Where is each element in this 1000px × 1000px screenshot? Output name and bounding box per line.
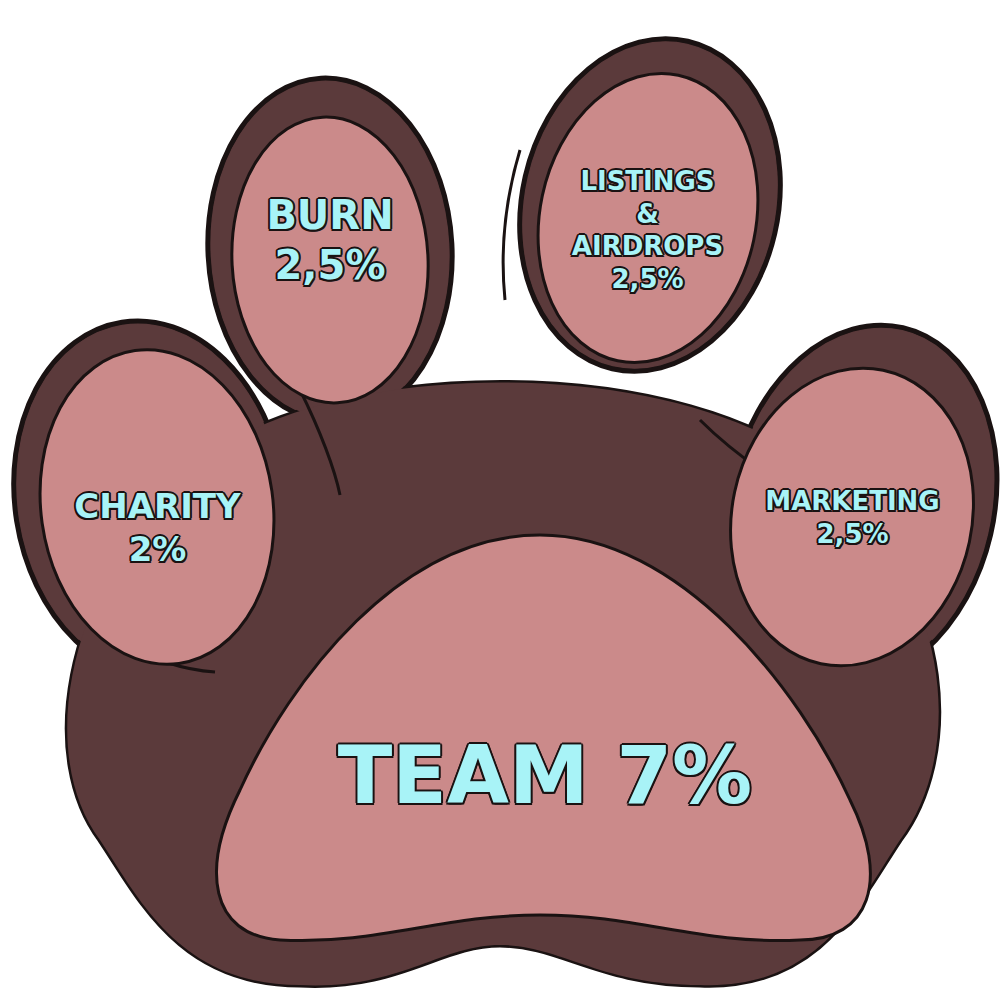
pad-outline — [217, 535, 871, 941]
pad-label: CHARITY — [74, 485, 240, 528]
paw-pad: TEAM 7% — [200, 525, 890, 950]
pad-shape — [530, 70, 765, 390]
pad-outline — [20, 334, 294, 679]
pad-outline — [225, 112, 436, 408]
paw-pad: MARKETING2,5% — [725, 365, 980, 670]
pad-label: LISTINGS & AIRDROPS — [572, 165, 723, 263]
pad-label: MARKETING — [765, 485, 939, 518]
pad-outline — [512, 53, 784, 384]
pad-shape — [725, 365, 980, 670]
pad-label: BURN — [266, 190, 393, 240]
pad-percent: 2,5% — [275, 240, 386, 290]
pad-percent: 2,5% — [611, 263, 683, 296]
paw-pad: BURN2,5% — [230, 115, 430, 405]
pad-outline — [703, 345, 1000, 688]
pad-percent: 2% — [129, 528, 187, 571]
pad-percent: 2,5% — [816, 518, 888, 551]
pad-label: TEAM 7% — [338, 726, 752, 826]
paw-pad: CHARITY2% — [35, 345, 280, 670]
paw-pad: LISTINGS & AIRDROPS2,5% — [530, 70, 765, 390]
